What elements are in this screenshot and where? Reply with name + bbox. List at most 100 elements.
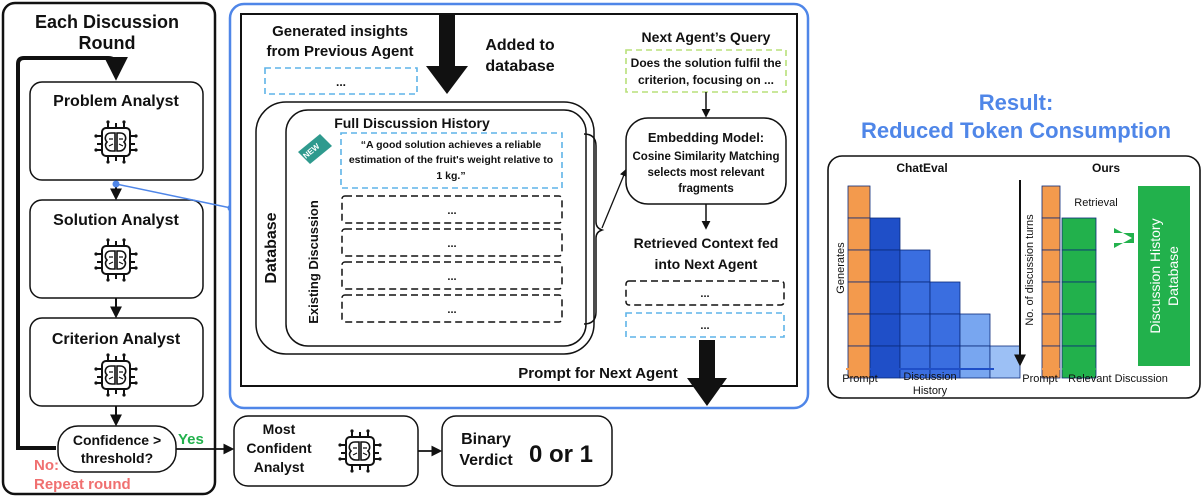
added-line1: Added to	[485, 37, 555, 54]
embedding-line2: Cosine Similarity Matching	[633, 151, 780, 163]
existing-row-text: ...	[447, 304, 456, 316]
prompt-token-cell	[1041, 217, 1061, 251]
prompt-token-cell	[847, 249, 871, 283]
history-token-cell	[989, 345, 1021, 379]
history-label-line2: History	[913, 385, 948, 397]
most-confident-line2: Confident	[246, 440, 312, 456]
history-token-cell	[869, 249, 901, 283]
connector-line	[115, 183, 232, 209]
discussion-round-panel: Each Discussion Round Problem Analyst So…	[1, 1, 217, 496]
insights-line1: Generated insights	[272, 23, 408, 40]
agent-label-solution: Solution Analyst	[53, 212, 179, 229]
query-title: Next Agent’s Query	[642, 29, 771, 45]
history-token-cell	[869, 313, 901, 347]
history-database-block	[1138, 186, 1190, 366]
most-confident-line1: Most	[263, 421, 296, 437]
existing-row-text: ...	[447, 238, 456, 250]
ours-token-grid	[1041, 185, 1097, 379]
result-title-line2: Reduced Token Consumption	[861, 118, 1171, 143]
prompt-token-cell	[847, 185, 871, 219]
full-history-title: Full Discussion History	[334, 115, 490, 131]
new-entry-line1: “A good solution achieves a reliable	[361, 139, 542, 151]
relevant-token-cell	[1061, 217, 1097, 251]
history-token-cell	[959, 313, 991, 347]
turns-label: No. of discussion turns	[1024, 214, 1036, 326]
relevant-label: Relevant Discussion	[1068, 373, 1168, 385]
agent-box-criterion: Criterion Analyst	[29, 317, 204, 407]
history-token-cell	[869, 345, 901, 379]
relevant-token-cell	[1061, 313, 1097, 347]
no-label: No:	[34, 457, 59, 474]
generates-label: Generates	[835, 242, 847, 294]
retrieved-line1: Retrieved Context fed	[634, 235, 779, 251]
existing-discussion-label: Existing Discussion	[306, 200, 321, 324]
query-line1: Does the solution fulfil the	[631, 56, 782, 70]
prompt-token-cell	[1041, 313, 1061, 347]
most-confident-line3: Analyst	[254, 459, 305, 475]
embedding-line1: Embedding Model:	[648, 130, 764, 145]
prompt-token-cell	[1041, 185, 1061, 219]
retrieved-row-text: ...	[700, 320, 709, 332]
embedding-line4: fragments	[678, 183, 734, 195]
most-confident-analyst-box: Most Confident Analyst	[233, 415, 419, 487]
prompt-token-cell	[1041, 281, 1061, 315]
retrieved-row	[625, 280, 785, 306]
prompt-token-cell	[847, 217, 871, 251]
history-token-cell	[869, 217, 901, 251]
yes-label: Yes	[178, 431, 204, 448]
chateval-title: ChatEval	[896, 161, 947, 175]
retrieval-label: Retrieval	[1074, 197, 1117, 209]
new-entry-line3: 1 kg.”	[436, 170, 465, 182]
history-token-cell	[959, 345, 991, 379]
relevant-token-cell	[1061, 281, 1097, 315]
database-block-line1: Discussion History	[1147, 218, 1163, 333]
chateval-token-grid	[847, 185, 1021, 379]
existing-row	[341, 294, 563, 323]
relevant-token-cell	[1061, 345, 1097, 379]
added-line2: database	[485, 58, 554, 75]
agent-label-criterion: Criterion Analyst	[52, 331, 181, 348]
retrieved-row-text: ...	[700, 288, 709, 300]
existing-row	[341, 195, 563, 224]
connector-dot	[112, 180, 120, 188]
insights-line2: from Previous Agent	[267, 43, 414, 60]
prompt-token-cell	[847, 281, 871, 315]
repeat-loop-line	[16, 56, 128, 450]
confidence-line1: Confidence >	[73, 432, 161, 448]
new-entry-box	[340, 132, 563, 189]
history-label-line1: Discussion	[903, 371, 956, 383]
existing-row-text: ...	[447, 271, 456, 283]
prompt-down-arrow	[687, 340, 727, 406]
prompt-left-label: Prompt	[842, 373, 877, 385]
history-token-cell	[929, 345, 961, 379]
binary-line1: Binary	[461, 431, 511, 448]
binary-verdict-box: Binary Verdict 0 or 1	[441, 415, 613, 487]
repeat-round-label: Repeat round	[34, 476, 131, 493]
existing-row-text: ...	[447, 205, 456, 217]
retrieved-row	[625, 312, 785, 338]
agent-box-solution: Solution Analyst	[29, 199, 204, 299]
binary-line2: Verdict	[459, 452, 513, 469]
verdict-values: 0 or 1	[529, 441, 593, 468]
round-title-line2: Round	[79, 33, 136, 53]
agent-box-problem: Problem Analyst	[29, 81, 204, 181]
insights-placeholder: ...	[336, 75, 346, 89]
added-to-database-arrow	[426, 14, 468, 94]
history-token-cell	[899, 249, 931, 283]
history-token-cell	[899, 281, 931, 315]
insights-box	[264, 67, 418, 95]
existing-row	[341, 228, 563, 257]
prompt-next-agent-label: Prompt for Next Agent	[518, 365, 677, 382]
confidence-line2: threshold?	[81, 450, 153, 466]
history-token-cell	[899, 313, 931, 347]
history-token-cell	[869, 281, 901, 315]
round-title-line1: Each Discussion	[35, 12, 179, 32]
prompt-token-cell	[1041, 249, 1061, 283]
history-bracket	[583, 133, 605, 325]
retrieved-line2: into Next Agent	[655, 256, 758, 272]
new-badge: NEW	[298, 134, 332, 164]
prompt-right-label: Prompt	[1022, 373, 1057, 385]
result-panel: Result: Reduced Token Consumption ChatEv…	[827, 90, 1201, 399]
database-label: Database	[263, 212, 280, 283]
